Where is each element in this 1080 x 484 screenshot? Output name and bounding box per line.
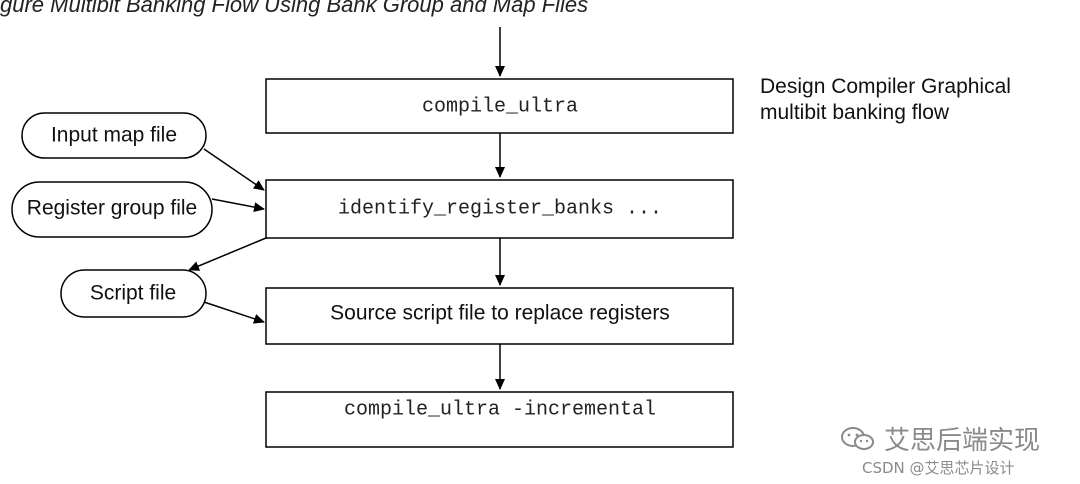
arrow-input-map-to-identify (203, 148, 265, 191)
watermark-brand-text: 艾思后端实现 (884, 426, 1041, 456)
process-box-identify-label: identify_register_banks ... (338, 197, 662, 220)
side-caption-line-2: multibit banking flow (760, 101, 950, 124)
file-oval-register-group: Register group file (11, 181, 213, 238)
arrow-script-to-source (203, 301, 265, 324)
side-caption-line-1: Design Compiler Graphical (760, 75, 1011, 98)
process-box-compile: compile_ultra (265, 78, 734, 134)
file-oval-script: Script file (60, 269, 207, 318)
wechat-icon (841, 426, 874, 450)
file-oval-input-map-label: Input map file (51, 124, 177, 147)
file-oval-script-label: Script file (90, 282, 176, 305)
file-oval-input-map: Input map file (21, 112, 207, 159)
figure-caption: gure Multibit Banking Flow Using Bank Gr… (0, 0, 589, 17)
process-box-compile-label: compile_ultra (422, 95, 578, 118)
arrow-identify-to-script (188, 237, 267, 271)
process-box-incremental: compile_ultra -incremental (265, 391, 734, 448)
process-box-source: Source script file to replace registers (265, 287, 734, 345)
watermark-credit: CSDN @艾思芯片设计 (862, 459, 1015, 477)
process-box-identify: identify_register_banks ... (265, 179, 734, 239)
arrow-register-group-to-identify (211, 198, 265, 213)
watermark-brand: 艾思后端实现 (840, 420, 1040, 457)
process-box-source-label: Source script file to replace registers (330, 302, 670, 325)
flow-side-caption: Design Compiler Graphical multibit banki… (760, 74, 1011, 126)
process-box-incremental-label: compile_ultra -incremental (344, 398, 656, 421)
file-oval-register-group-label: Register group file (27, 197, 197, 220)
